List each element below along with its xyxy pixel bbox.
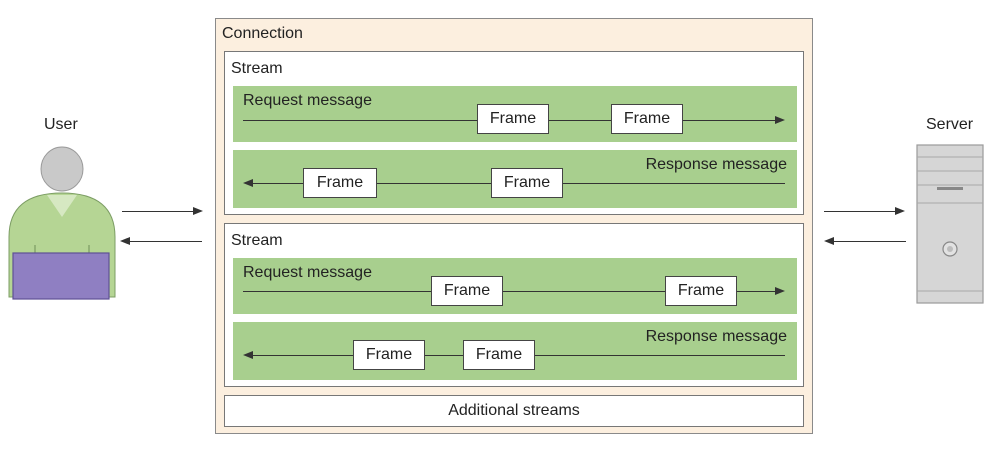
stream-1: Stream Request message Frame Frame Respo… xyxy=(224,51,804,215)
connection-to-user-arrowhead xyxy=(120,237,130,245)
stream-2-request-frame-2: Frame xyxy=(665,276,737,306)
stream-2-request-arrowhead xyxy=(775,287,785,295)
connection-to-user-arrow xyxy=(130,241,202,242)
stream-2-request-line xyxy=(243,291,775,292)
connection-to-server-arrowhead xyxy=(895,207,905,215)
stream-1-response-label: Response message xyxy=(645,156,787,173)
stream-2-response-arrowhead xyxy=(243,351,253,359)
stream-1-request-frame-1: Frame xyxy=(477,104,549,134)
stream-1-response-frame-2: Frame xyxy=(491,168,563,198)
stream-1-response-band: Response message Frame Frame xyxy=(233,150,797,208)
stream-2-request-label: Request message xyxy=(243,264,372,281)
stream-2: Stream Request message Frame Frame Respo… xyxy=(224,223,804,387)
connection-box: Connection Stream Request message Frame … xyxy=(215,18,813,434)
server-to-connection-arrow xyxy=(834,241,906,242)
stream-1-request-label: Request message xyxy=(243,92,372,109)
stream-1-request-arrowhead xyxy=(775,116,785,124)
stream-2-response-label: Response message xyxy=(645,328,787,345)
user-to-connection-arrow xyxy=(122,211,194,212)
connection-label: Connection xyxy=(222,25,303,42)
stream-1-label: Stream xyxy=(231,60,283,77)
user-label: User xyxy=(44,116,78,133)
stream-1-request-band: Request message Frame Frame xyxy=(233,86,797,142)
additional-streams-label: Additional streams xyxy=(448,402,580,419)
user-to-connection-arrowhead xyxy=(193,207,203,215)
user-icon xyxy=(8,146,116,300)
stream-1-request-frame-2: Frame xyxy=(611,104,683,134)
server-label: Server xyxy=(926,116,974,133)
stream-1-response-frame-1: Frame xyxy=(303,168,377,198)
stream-2-response-frame-2: Frame xyxy=(463,340,535,370)
additional-streams-box: Additional streams xyxy=(224,395,804,427)
stream-2-label: Stream xyxy=(231,232,283,249)
stream-1-response-arrowhead xyxy=(243,179,253,187)
stream-2-response-frame-1: Frame xyxy=(353,340,425,370)
stream-2-request-frame-1: Frame xyxy=(431,276,503,306)
stream-2-request-band: Request message Frame Frame xyxy=(233,258,797,314)
stream-2-response-band: Response message Frame Frame xyxy=(233,322,797,380)
connection-to-server-arrow xyxy=(824,211,896,212)
server-to-connection-arrowhead xyxy=(824,237,834,245)
server-icon xyxy=(916,144,984,304)
